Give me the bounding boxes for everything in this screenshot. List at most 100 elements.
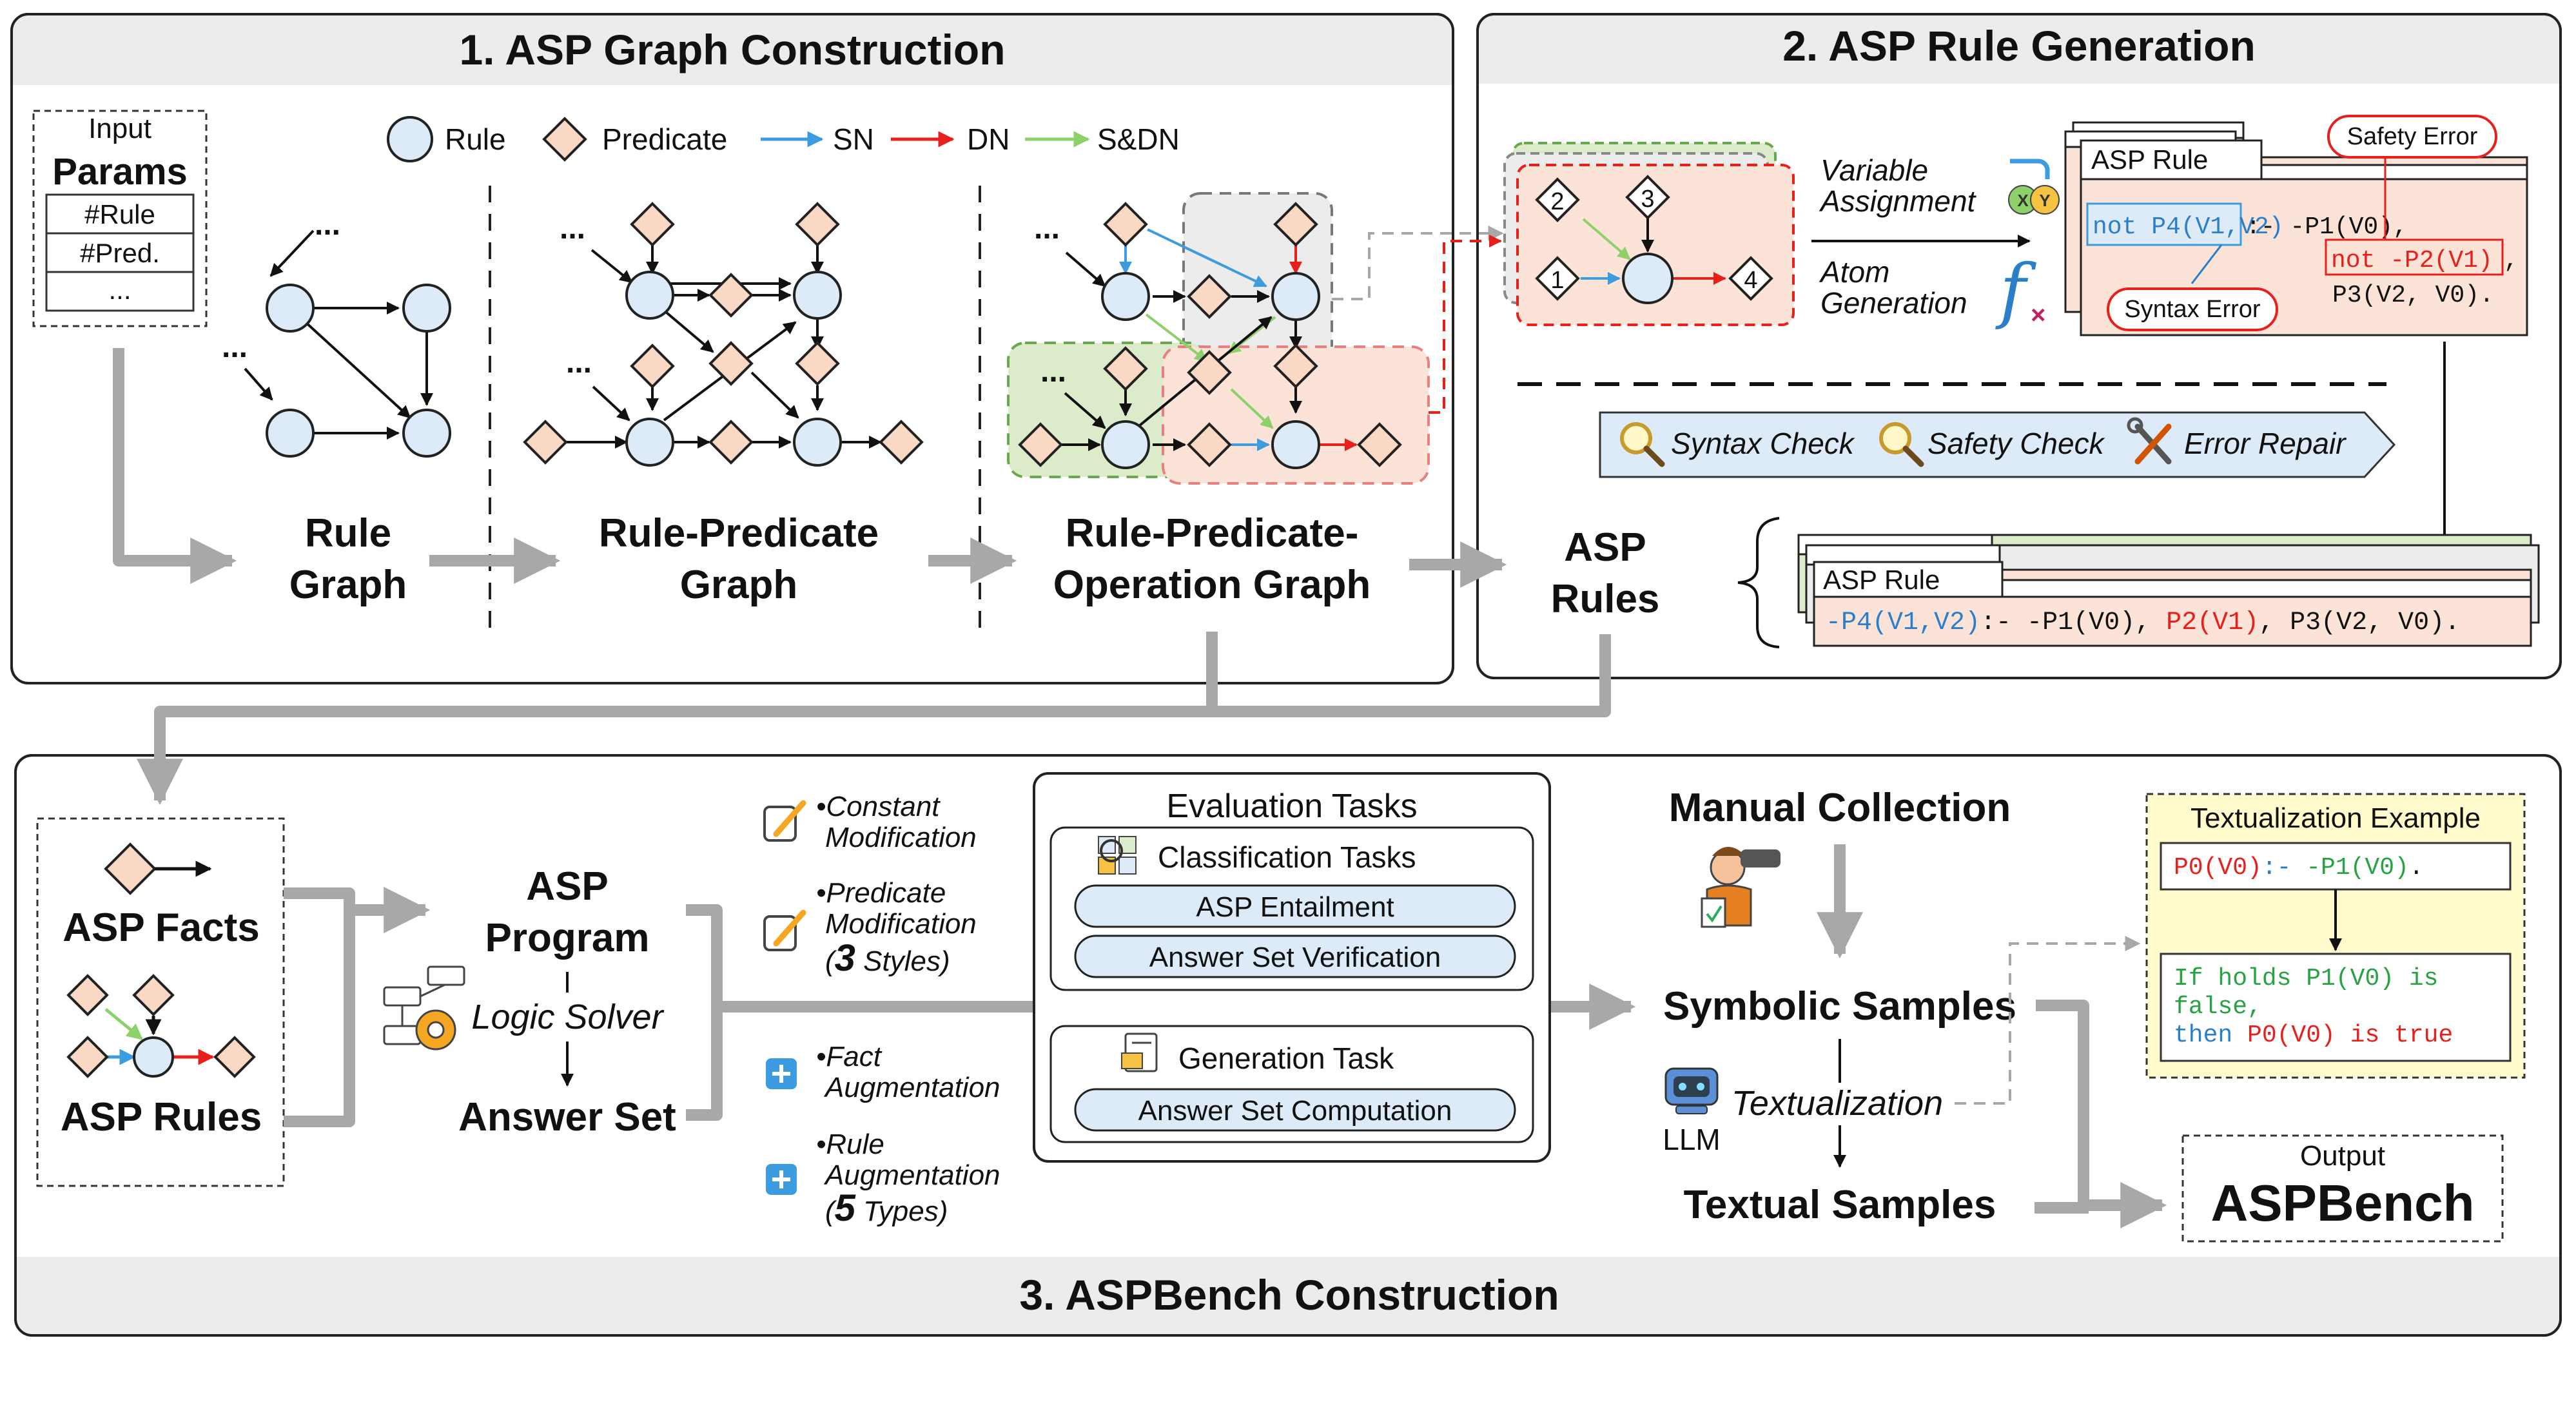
variable-assignment-l2: Assignment [1819, 184, 1977, 218]
final-rule-neck: :- -P1(V0), [1980, 608, 2166, 637]
fact-glyph [104, 842, 212, 895]
param-pred: #Pred. [80, 238, 160, 268]
edit-icon [763, 909, 806, 951]
magnifier-icon [1620, 422, 1665, 467]
mod-rule-style-num: 5 [835, 1187, 856, 1229]
entailment-pill [1074, 884, 1516, 928]
node-1: 1 [1550, 267, 1564, 294]
mod-constant-l2: Modification [825, 822, 977, 853]
example-title: Textualization Example [2191, 802, 2481, 834]
rule-glyph [66, 974, 256, 1078]
legend-rule-node [387, 116, 433, 162]
stage-operation-l1: Rule-Predicate- [1066, 511, 1359, 556]
stage-rule-predicate-l1: Rule-Predicate [599, 511, 879, 556]
example-code-head: P0(V0) [2174, 854, 2262, 882]
panel1-title: 1. ASP Graph Construction [459, 26, 1005, 73]
flow-input-to-rule-graph [113, 348, 237, 584]
final-rule: -P4(V1,V2):- -P1(V0), P2(V1), P3(V2, V0)… [1826, 608, 2460, 637]
ellipsis: ... [1034, 211, 1060, 246]
graph-legend: Rule Predicate SN DN S&DN [387, 116, 1180, 162]
asp-rules-l1: ASP [1564, 525, 1646, 570]
verification-label: Answer Set Verification [1149, 942, 1441, 973]
mod-rule-style-suffix: Types) [855, 1196, 948, 1227]
solver-gear-icon [383, 965, 465, 1051]
flow-symbolic-to-output [2036, 1000, 2167, 1228]
syntax-error-badge [2107, 287, 2278, 331]
mod-fact-l2: Augmentation [823, 1072, 1000, 1103]
example-text-l3: then P0(V0) is true [2174, 1022, 2453, 1049]
mod-predicate-style-num: 3 [835, 937, 855, 979]
asp-program-l1: ASP [526, 864, 608, 909]
safety-error-label: Safety Error [2347, 123, 2478, 150]
panel3-title: 3. ASPBench Construction [1019, 1271, 1559, 1319]
modification-list: •Constant Modification •Predicate Modifi… [763, 791, 1000, 1229]
rule-line2-comma: , [2504, 247, 2519, 275]
output-name: ASPBench [2211, 1174, 2475, 1232]
output-label: Output [2300, 1140, 2385, 1172]
textualization-example: Textualization Example P0(V0):- -P1(V0).… [2145, 793, 2526, 1079]
legend-sn: SN [833, 122, 874, 156]
example-code: P0(V0):- -P1(V0). [2174, 854, 2424, 882]
svg-text:X: X [2017, 191, 2029, 210]
node-3: 3 [1641, 186, 1654, 213]
example-text-l1: If holds P1(V0) is [2174, 965, 2438, 993]
mod-rule-l1-text: Rule [826, 1129, 884, 1160]
safety-check-label: Safety Check [1927, 427, 2105, 460]
asp-facts-label: ASP Facts [63, 906, 260, 950]
mod-predicate-style-prefix: ( [825, 945, 837, 977]
edit-icon [763, 800, 806, 842]
mod-constant-l1: •Constant [816, 791, 941, 822]
legend-predicate-node [542, 117, 587, 162]
flow-facts-to-program [284, 887, 431, 933]
llm-robot-icon [1664, 1067, 1719, 1114]
mod-predicate-style-suffix: Styles) [855, 945, 950, 977]
example-rest: P0(V0) is true [2232, 1022, 2453, 1049]
connector-to-example [1955, 936, 2141, 1105]
flow-asp-rules-down [1212, 634, 1611, 717]
connector-red-to-card [1429, 235, 1502, 414]
asp-rule-cards-final: ASP Rule -P4(V1,V2):- -P1(V0), P2(V1), P… [1797, 534, 2540, 647]
rule-line3: P3(V2, V0). [2332, 282, 2494, 309]
rule-line1-not-p4: not P4(V1,V2) [2093, 213, 2283, 241]
input-label: Input [88, 113, 151, 144]
ellipsis: ... [315, 208, 340, 242]
mod-rule-l1: •Rule [816, 1129, 884, 1160]
classification-icon [1098, 836, 1137, 875]
final-rule-body2: P2(V1) [2166, 608, 2259, 637]
atom-generation-l1: Atom [1819, 255, 1889, 289]
repair-tools-icon [2127, 417, 2172, 465]
stage-operation-l2: Operation Graph [1053, 563, 1371, 607]
plus-icon [766, 1164, 797, 1195]
input-params-box: Input Params #Rule #Pred. ... [32, 110, 208, 327]
svg-text:×: × [2031, 301, 2045, 329]
param-ellipsis: ... [108, 275, 131, 305]
variable-assignment-l1: Variable [1820, 153, 1928, 187]
computation-label: Answer Set Computation [1138, 1095, 1452, 1127]
param-rule: #Rule [84, 199, 155, 229]
panel2-header [1478, 14, 2561, 84]
llm-label: LLM [1663, 1123, 1720, 1156]
mod-predicate-l3: (3 Styles) [825, 937, 950, 979]
mod-fact-l1-text: Fact [826, 1041, 882, 1072]
example-code-end: . [2409, 854, 2424, 882]
rule-line1-rest: :- -P1(V0), [2246, 213, 2408, 241]
output-box: Output ASPBench [2181, 1134, 2504, 1243]
stage-rule-graph-l2: Graph [289, 563, 407, 607]
mod-predicate-l1-text: Predicate [826, 877, 946, 909]
ellipsis: ... [560, 211, 585, 246]
svg-text:Y: Y [2039, 191, 2050, 210]
ellipsis: ... [222, 330, 248, 364]
stage-rule-graph-l1: Rule [305, 511, 391, 556]
stage-rule-predicate-l2: Graph [680, 563, 798, 607]
legend-predicate: Predicate [602, 122, 727, 156]
computation-pill [1074, 1088, 1516, 1132]
rule-predicate-operation-graph: ... ... [1007, 192, 1430, 485]
params-label: Params [52, 151, 188, 193]
asp-rules-label: ASP Rules [61, 1095, 262, 1139]
final-card-title: ASP Rule [1823, 565, 1940, 595]
legend-rule: Rule [445, 122, 506, 156]
evaluation-tasks: Evaluation Tasks Classification Tasks AS… [1033, 772, 1551, 1163]
asp-program-l2: Program [485, 916, 650, 960]
rule-predicate-graph: ... ... [523, 202, 924, 467]
